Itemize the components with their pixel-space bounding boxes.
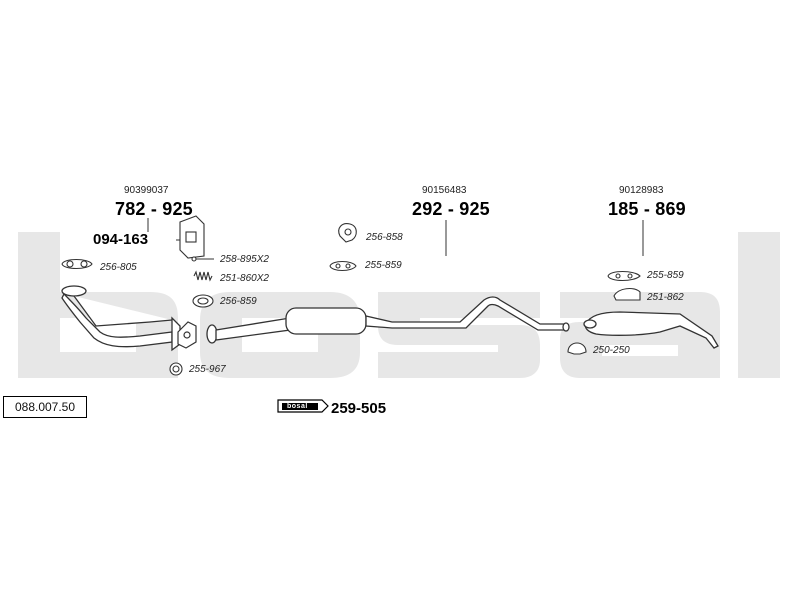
oe-number-front: 90399037	[124, 185, 169, 196]
hanger-251-862-icon	[613, 287, 641, 301]
part-front: 782 - 925	[115, 199, 193, 219]
label-256-858: 256-858	[366, 232, 403, 243]
oe-number-middle: 90156483	[422, 185, 467, 196]
label-255-967: 255-967	[189, 364, 226, 375]
reference-number-box: 088.007.50	[3, 396, 87, 418]
label-251-860: 251-860X2	[220, 273, 269, 284]
clamp-255-967-icon	[169, 362, 183, 376]
middle-silencer-icon	[206, 296, 570, 344]
kit-logo-text: bosal	[287, 403, 308, 410]
spring-251-860-icon	[193, 270, 213, 282]
label-256-805: 256-805	[100, 262, 137, 273]
label-255-859-rear: 255-859	[647, 270, 684, 281]
hanger-256-858-icon	[338, 223, 357, 243]
rubber-255-859-mid-icon	[329, 260, 357, 272]
bosal-watermark	[18, 232, 780, 378]
kit-logo-box	[277, 399, 329, 413]
bracket-094-163-icon	[179, 215, 205, 259]
rubber-255-859-rear-icon	[607, 270, 641, 282]
label-250-250: 250-250	[593, 345, 630, 356]
part-rear: 185 - 869	[608, 199, 686, 219]
oe-number-rear: 90128983	[619, 185, 664, 196]
clamp-250-250-icon	[567, 342, 587, 355]
label-258-895: 258-895X2	[220, 254, 269, 265]
rear-silencer-icon	[583, 311, 719, 349]
bolt-258-895-icon	[191, 256, 214, 262]
ring-256-859-icon	[192, 294, 214, 308]
kit-number: 259-505	[331, 400, 387, 417]
gasket-256-805-icon	[61, 258, 93, 270]
label-256-859: 256-859	[220, 296, 257, 307]
front-flange-icon	[177, 321, 197, 349]
front-pipe-icon	[61, 285, 181, 352]
label-251-862: 251-862	[647, 292, 684, 303]
part-middle: 292 - 925	[412, 199, 490, 219]
label-255-859-mid: 255-859	[365, 260, 402, 271]
part-bracket: 094-163	[93, 231, 149, 248]
